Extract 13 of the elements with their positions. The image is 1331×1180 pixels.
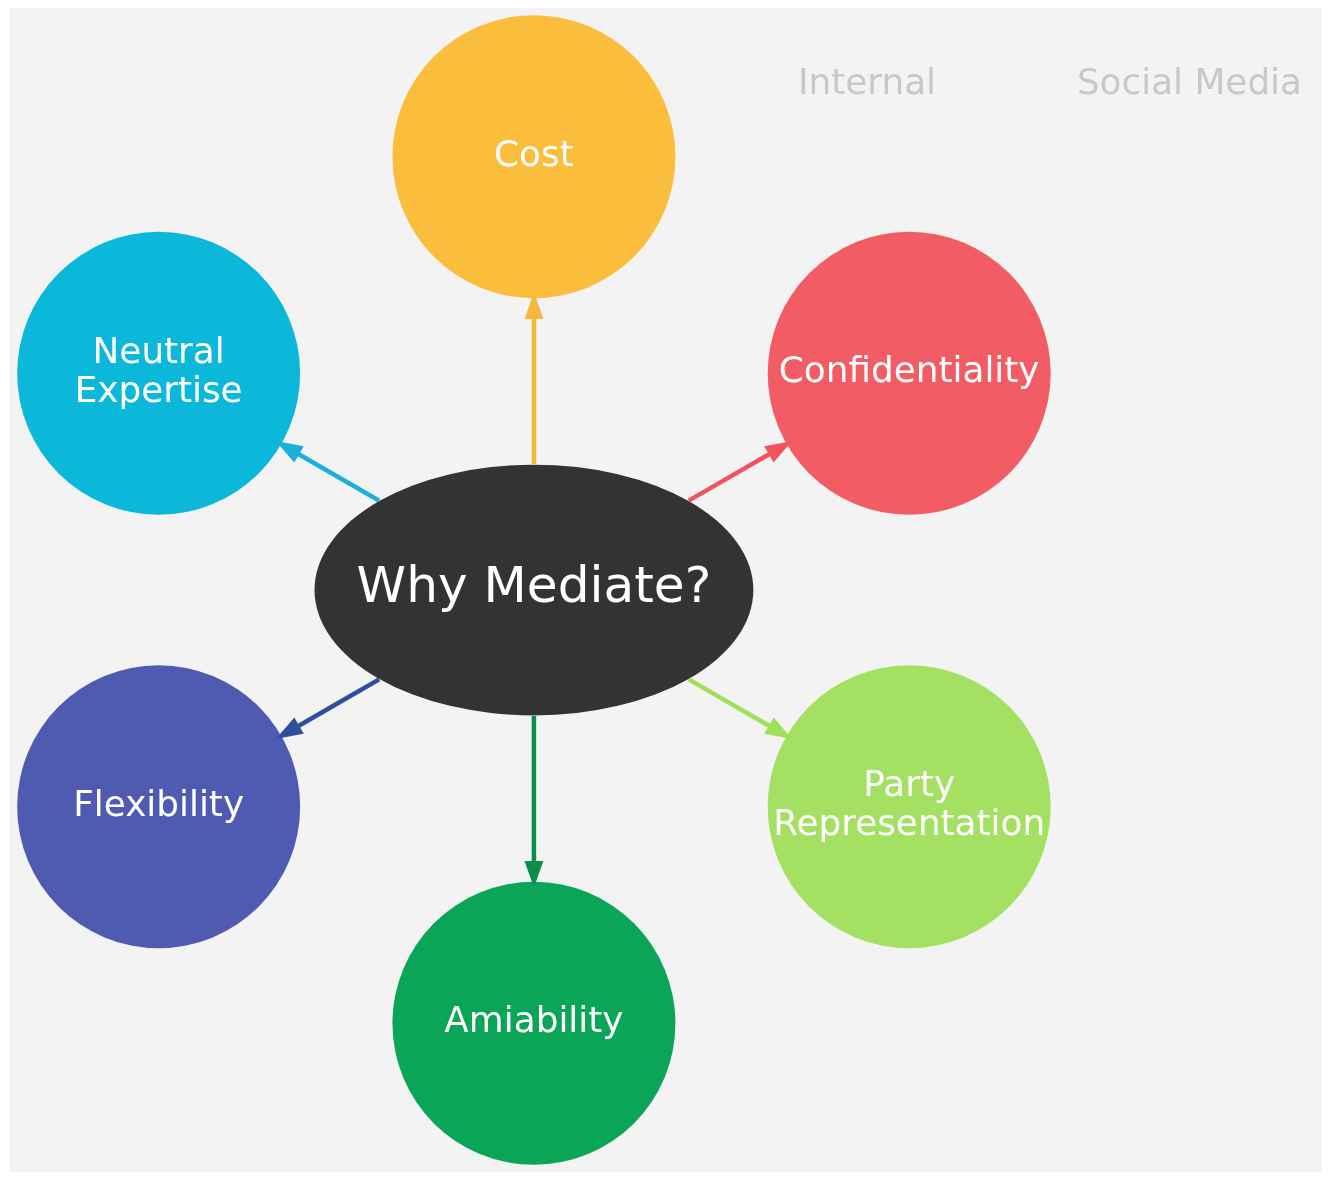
node-circle: Cost <box>391 15 675 299</box>
node-ellipse: Why Mediate? <box>314 464 753 716</box>
arrow <box>687 677 792 740</box>
node-circle: Neutral Expertise <box>16 231 300 515</box>
arrow <box>275 440 380 503</box>
node-circle: Flexibility <box>16 665 300 949</box>
arrow <box>275 677 380 740</box>
arrow <box>687 440 792 503</box>
arrow <box>524 715 543 888</box>
node-circle: Confidentiality <box>767 231 1051 515</box>
arrow <box>524 292 543 465</box>
node-circle: Amiability <box>391 881 675 1165</box>
node-circle: Party Representation <box>767 665 1051 949</box>
